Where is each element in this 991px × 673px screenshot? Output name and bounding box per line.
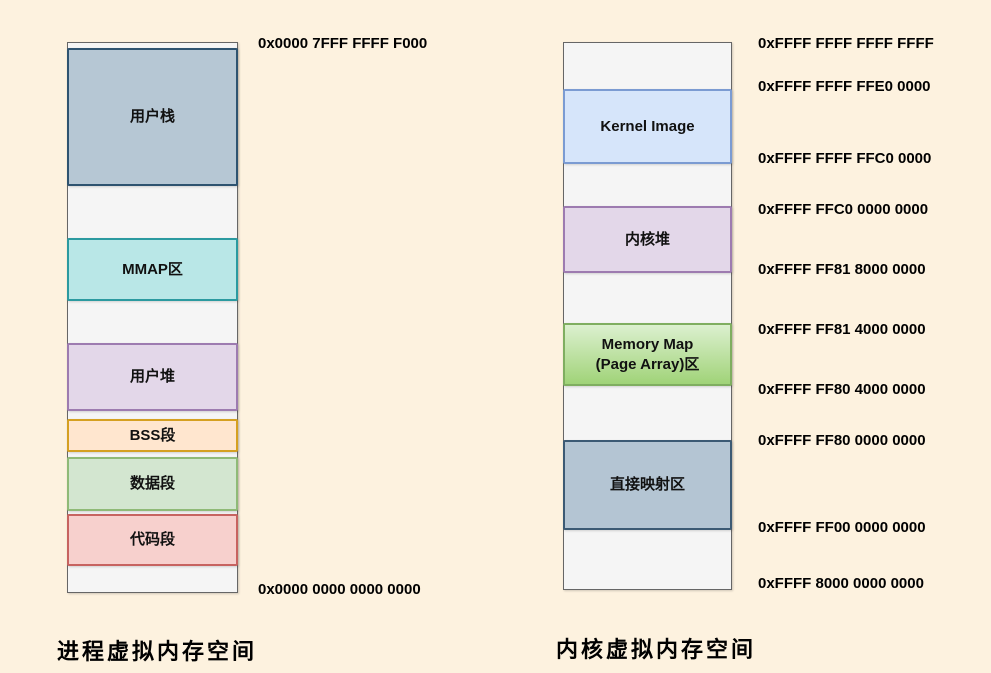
segment-kernel-image-label: Kernel Image [600,117,695,135]
segment-kernel-heap: 内核堆 [563,206,732,273]
segment-data-label: 数据段 [129,475,175,493]
kernel-address-0: 0xFFFF FFFF FFFF FFFF [758,35,934,52]
process-memory-column: 用户栈 MMAP区 用户堆 BSS段 数据段 代码段 [67,42,238,593]
kernel-address-5: 0xFFFF FF81 4000 0000 [758,321,926,338]
segment-bss: BSS段 [67,419,238,452]
segment-mmap: MMAP区 [67,238,238,301]
kernel-address-2: 0xFFFF FFFF FFC0 0000 [758,150,932,167]
process-bottom-address: 0x0000 0000 0000 0000 [258,581,421,598]
segment-user-stack-label: 用户栈 [129,108,175,126]
kernel-address-4: 0xFFFF FF81 8000 0000 [758,261,926,278]
kernel-address-1: 0xFFFF FFFF FFE0 0000 [758,78,931,95]
segment-memory-map-label-line2: (Page Array)区 [595,355,700,373]
segment-user-heap: 用户堆 [67,343,238,411]
segment-mmap-label: MMAP区 [122,260,183,278]
kernel-address-3: 0xFFFF FFC0 0000 0000 [758,201,929,218]
kernel-address-7: 0xFFFF FF80 0000 0000 [758,432,926,449]
segment-bss-label: BSS段 [129,426,176,444]
segment-memory-map-label-line1: Memory Map [601,336,694,353]
segment-user-stack: 用户栈 [67,48,238,186]
segment-code: 代码段 [67,514,238,566]
segment-user-heap-label: 用户堆 [129,368,175,386]
segment-kernel-image: Kernel Image [563,89,732,164]
segment-kernel-heap-label: 内核堆 [624,230,670,248]
process-space-title: 进程虚拟内存空间 [57,639,258,664]
kernel-memory-column: Kernel Image 内核堆 Memory Map (Page Array)… [563,42,732,590]
process-top-address: 0x0000 7FFF FFFF F000 [258,35,428,52]
segment-data: 数据段 [67,457,238,511]
segment-code-label: 代码段 [129,531,175,549]
segment-direct-map-label: 直接映射区 [609,476,685,494]
segment-memory-map: Memory Map (Page Array)区 [563,323,732,386]
kernel-address-8: 0xFFFF FF00 0000 0000 [758,519,926,536]
kernel-space-title: 内核虚拟内存空间 [556,637,757,662]
segment-direct-map: 直接映射区 [563,440,732,530]
kernel-address-6: 0xFFFF FF80 4000 0000 [758,381,926,398]
kernel-address-9: 0xFFFF 8000 0000 0000 [758,575,924,592]
